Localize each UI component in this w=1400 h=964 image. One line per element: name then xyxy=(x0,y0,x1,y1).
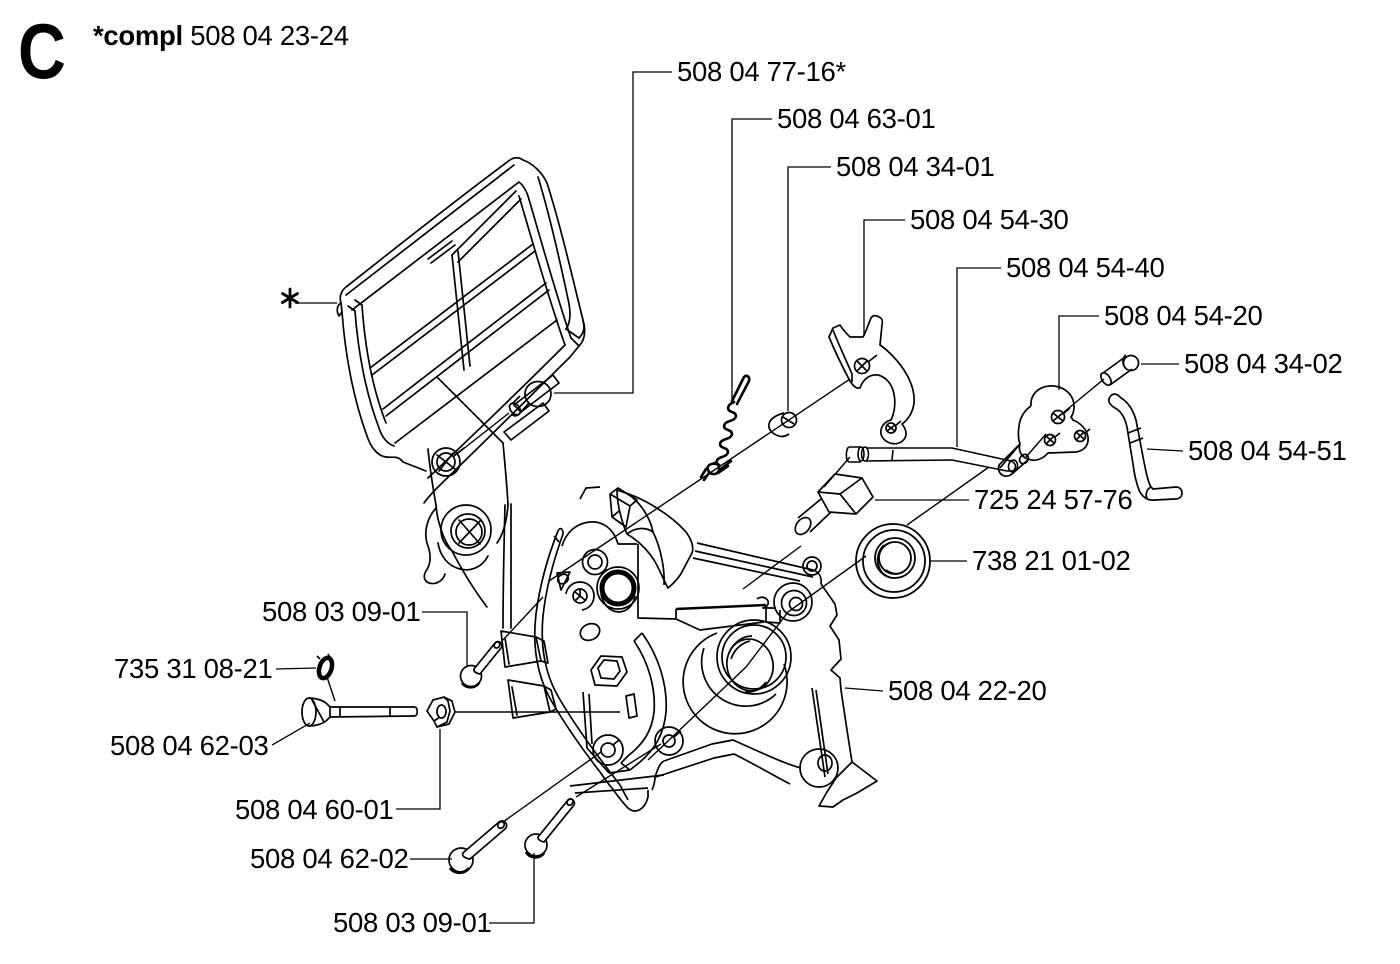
svg-text:C: C xyxy=(18,8,66,95)
svg-text:508 04 63-01: 508 04 63-01 xyxy=(777,103,936,134)
svg-text:508 03 09-01: 508 03 09-01 xyxy=(333,907,492,938)
svg-text:508 04 34-02: 508 04 34-02 xyxy=(1184,348,1343,379)
svg-text:508 04 60-01: 508 04 60-01 xyxy=(235,794,394,825)
svg-text:508 04 54-30: 508 04 54-30 xyxy=(910,204,1069,235)
svg-text:725 24 57-76: 725 24 57-76 xyxy=(974,484,1133,515)
svg-text:508 04 77-16*: 508 04 77-16* xyxy=(677,56,846,87)
svg-text:508 03 09-01: 508 03 09-01 xyxy=(262,596,421,627)
svg-text:508 04 62-02: 508 04 62-02 xyxy=(250,843,409,874)
svg-text:738 21 01-02: 738 21 01-02 xyxy=(972,545,1131,576)
svg-text:735 31 08-21: 735 31 08-21 xyxy=(114,653,273,684)
svg-text:508 04 22-20: 508 04 22-20 xyxy=(888,675,1047,706)
svg-text:508 04 62-03: 508 04 62-03 xyxy=(110,730,269,761)
svg-text:508 04 54-51: 508 04 54-51 xyxy=(1188,435,1347,466)
svg-text:508 04 54-40: 508 04 54-40 xyxy=(1006,252,1165,283)
svg-text:*compl 508 04 23-24: *compl 508 04 23-24 xyxy=(93,20,349,51)
svg-text:508 04 54-20: 508 04 54-20 xyxy=(1104,300,1263,331)
svg-text:508 04 34-01: 508 04 34-01 xyxy=(836,151,995,182)
